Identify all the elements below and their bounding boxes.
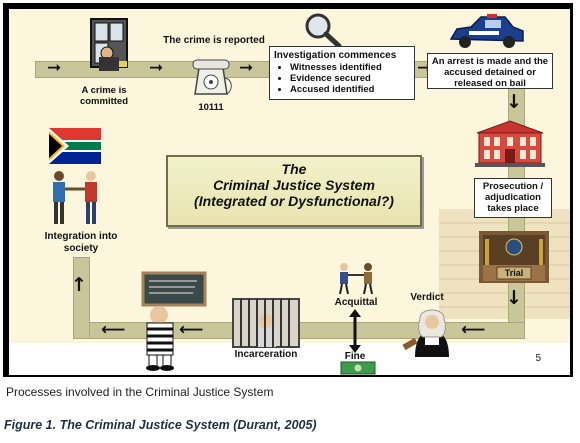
police-car-icon (449, 14, 524, 48)
telephone-icon (192, 59, 232, 95)
people-greeting-icon (53, 171, 97, 224)
investigation-list: Witnesses identified Evidence secured Ac… (274, 62, 410, 95)
court-building-icon (475, 120, 545, 167)
diagram-title-line: The (281, 161, 307, 177)
label-incarceration: Incarceration (234, 349, 298, 360)
arrow-down-icon: ↓ (506, 91, 522, 113)
label-fine: Fine (344, 351, 366, 362)
south-africa-flag-icon (49, 128, 101, 164)
arrow-right-icon: ➞ (47, 58, 62, 78)
figure-caption: Figure 1. The Criminal Justice System (D… (4, 418, 317, 432)
arrow-left-icon: ⟵ (101, 320, 126, 340)
arrow-right-icon: ➞ (149, 58, 164, 78)
label-crime-reported: The crime is reported (163, 35, 265, 46)
trial-scene-icon (479, 231, 549, 283)
arrow-right-icon: ➞ (239, 58, 254, 78)
arrest-box: An arrest is made and the accused detain… (427, 53, 553, 89)
handshake-icon (339, 263, 373, 295)
diagram-title-line: Criminal Justice System (213, 177, 375, 193)
label-crime-committed: A crime is committed (79, 85, 129, 107)
phone-number: 10111 (198, 102, 224, 113)
double-arrow-icon (349, 309, 361, 353)
label-acquittal: Acquittal (334, 297, 378, 308)
diagram-canvas: ➞ ➞ ➞ ➞ ↓ ↓ ⟵ ⟵ ⟵ ↑ A crime is committed… (9, 9, 570, 375)
jail-cell-icon (232, 298, 300, 348)
investigation-item: Evidence secured (290, 73, 410, 84)
magnifier-icon (305, 13, 342, 49)
prosecution-box: Prosecution / adjudication takes place (474, 178, 552, 218)
arrow-down-icon: ↓ (506, 287, 522, 309)
arrow-up-icon: ↑ (71, 274, 87, 296)
money-icon (340, 361, 376, 375)
trial-label: Trial (504, 268, 524, 278)
investigation-title: Investigation commences (274, 50, 397, 61)
prisoner-icon (141, 271, 207, 371)
arrow-left-icon: ⟵ (179, 320, 204, 340)
diagram-frame: ➞ ➞ ➞ ➞ ↓ ↓ ⟵ ⟵ ⟵ ↑ A crime is committed… (3, 3, 573, 377)
slide-number: 5 (535, 353, 541, 364)
judge-icon (402, 309, 449, 357)
image-caption: Processes involved in the Criminal Justi… (6, 385, 274, 399)
diagram-title-box: The Criminal Justice System (Integrated … (166, 155, 422, 227)
burglar-icon (90, 18, 128, 71)
investigation-box: Investigation commences Witnesses identi… (269, 46, 415, 100)
investigation-item: Accused identified (290, 84, 410, 95)
label-verdict: Verdict (410, 292, 444, 303)
label-integration: Integration into society (44, 231, 118, 254)
left-track (73, 257, 90, 339)
arrow-left-icon: ⟵ (461, 320, 486, 340)
diagram-title-line: (Integrated or Dysfunctional?) (194, 193, 394, 209)
investigation-item: Witnesses identified (290, 62, 410, 73)
